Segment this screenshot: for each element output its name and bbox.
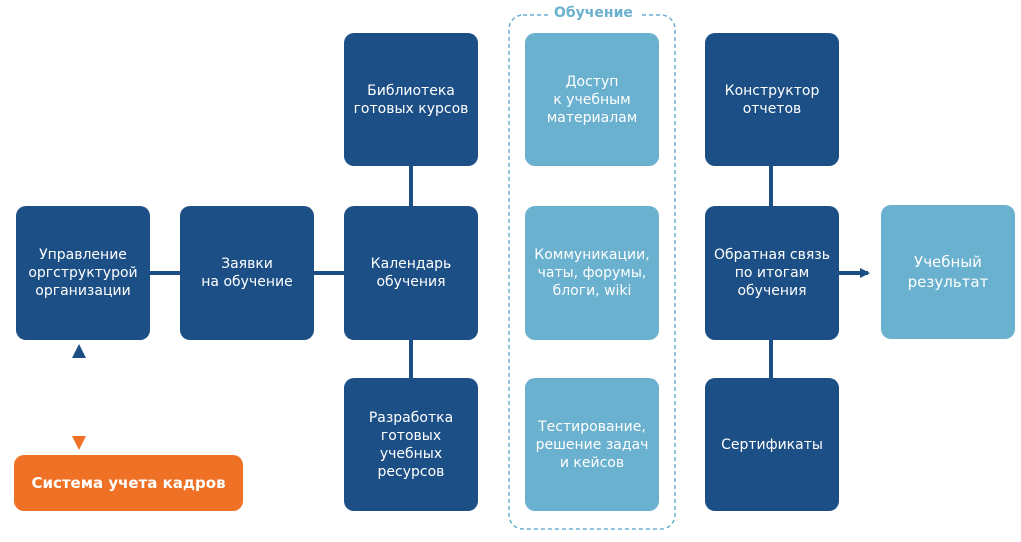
testing-box: Тестирование, решение задач и кейсов: [525, 378, 659, 511]
access-box: Доступ к учебным материалам: [525, 33, 659, 166]
result-box: Учебный результат: [881, 205, 1015, 339]
group-label: Обучение: [548, 5, 639, 21]
report-builder-box: Конструктор отчетов: [705, 33, 839, 166]
calendar-box: Календарь обучения: [344, 206, 478, 340]
arrowhead-down: [72, 436, 86, 450]
requests-box: Заявки на обучение: [180, 206, 314, 340]
feedback-box: Обратная связь по итогам обучения: [705, 206, 839, 340]
development-box: Разработка готовых учебных ресурсов: [344, 378, 478, 511]
library-box: Библиотека готовых курсов: [344, 33, 478, 166]
certificates-box: Сертификаты: [705, 378, 839, 511]
hr-system-box: Система учета кадров: [14, 455, 243, 511]
arrowhead-up: [72, 344, 86, 358]
org-structure-box: Управление оргструктурой организации: [16, 206, 150, 340]
communications-box: Коммуникации, чаты, форумы, блоги, wiki: [525, 206, 659, 340]
